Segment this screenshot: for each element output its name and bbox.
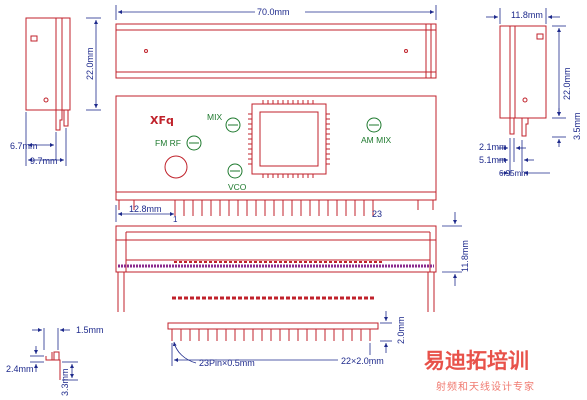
vco-label: VCO — [228, 182, 247, 192]
connector-pin-row — [118, 261, 434, 268]
pin-count-label: 23Pin×0.5mm — [199, 358, 255, 368]
connector-height-dim — [442, 212, 462, 286]
fmrf-trimmer — [186, 135, 202, 151]
pin-first-label: 1 — [173, 215, 178, 224]
connector-body — [115, 225, 437, 273]
right-5-1-label: 5.1mm — [479, 155, 507, 165]
pitch-label-bg — [338, 355, 388, 365]
ic-chip — [248, 100, 330, 178]
small-2-4-label: 2.4mm — [6, 364, 34, 374]
left-height-label: 22.0mm — [85, 47, 95, 80]
top-width-label: 70.0mm — [257, 7, 290, 17]
pin-offset-label: 12.8mm — [129, 204, 162, 214]
small-pin-dims — [30, 328, 78, 381]
connector-height-label: 11.8mm — [460, 240, 470, 272]
connector-legs — [117, 272, 435, 312]
right-height-dim — [552, 25, 566, 147]
left-width-dims — [25, 112, 67, 166]
right-height-label: 22.0mm — [562, 67, 572, 100]
left-side-view — [25, 17, 71, 131]
mix-trimmer — [225, 117, 241, 133]
fm-rf-label: FM RF — [155, 138, 181, 148]
top-view — [115, 23, 437, 79]
crystal-can — [164, 155, 188, 179]
am-mix-label: AM MIX — [361, 135, 392, 145]
pin-offset-dim — [115, 205, 174, 222]
pin-length-label: 2.0mm — [396, 316, 406, 344]
right-6-95-label: 6.95mm — [499, 169, 528, 178]
small-pin-detail — [45, 351, 61, 380]
pin-lead-strip — [167, 322, 379, 341]
mix-label: MIX — [207, 112, 222, 122]
front-pcb-view — [115, 95, 437, 201]
right-bottom-dims — [498, 138, 550, 176]
width-label-bg — [255, 5, 305, 17]
watermark-tagline: 射频和天线设计专家 — [436, 380, 535, 393]
right-side-view — [499, 25, 547, 137]
right-2-1-label: 2.1mm — [479, 142, 507, 152]
left-dim-6-7: 6.7mm — [10, 141, 38, 151]
right-top-dim — [486, 8, 560, 24]
right-3-5-label: 3.5mm — [572, 112, 582, 140]
pin-pitch-label: 22×2.0mm — [341, 356, 384, 366]
pin-lead-dims — [171, 311, 392, 366]
small-1-5-label: 1.5mm — [76, 325, 104, 335]
small-3-3-label: 3.3mm — [60, 368, 70, 396]
vco-trimmer — [227, 163, 243, 179]
left-dim-9-7: 9.7mm — [30, 156, 58, 166]
watermark-brand: 易迪拓培训 — [424, 349, 529, 373]
left-height-dim — [86, 17, 101, 111]
right-top-label: 11.8mm — [511, 10, 543, 20]
pcb-mark: XFq — [150, 114, 174, 127]
pcb-pins — [118, 200, 434, 216]
watermark-logo: 易迪拓培训 射频和天线设计专家 — [418, 342, 587, 400]
pin-last-label: 23 — [372, 209, 382, 219]
ammix-trimmer — [366, 117, 382, 133]
